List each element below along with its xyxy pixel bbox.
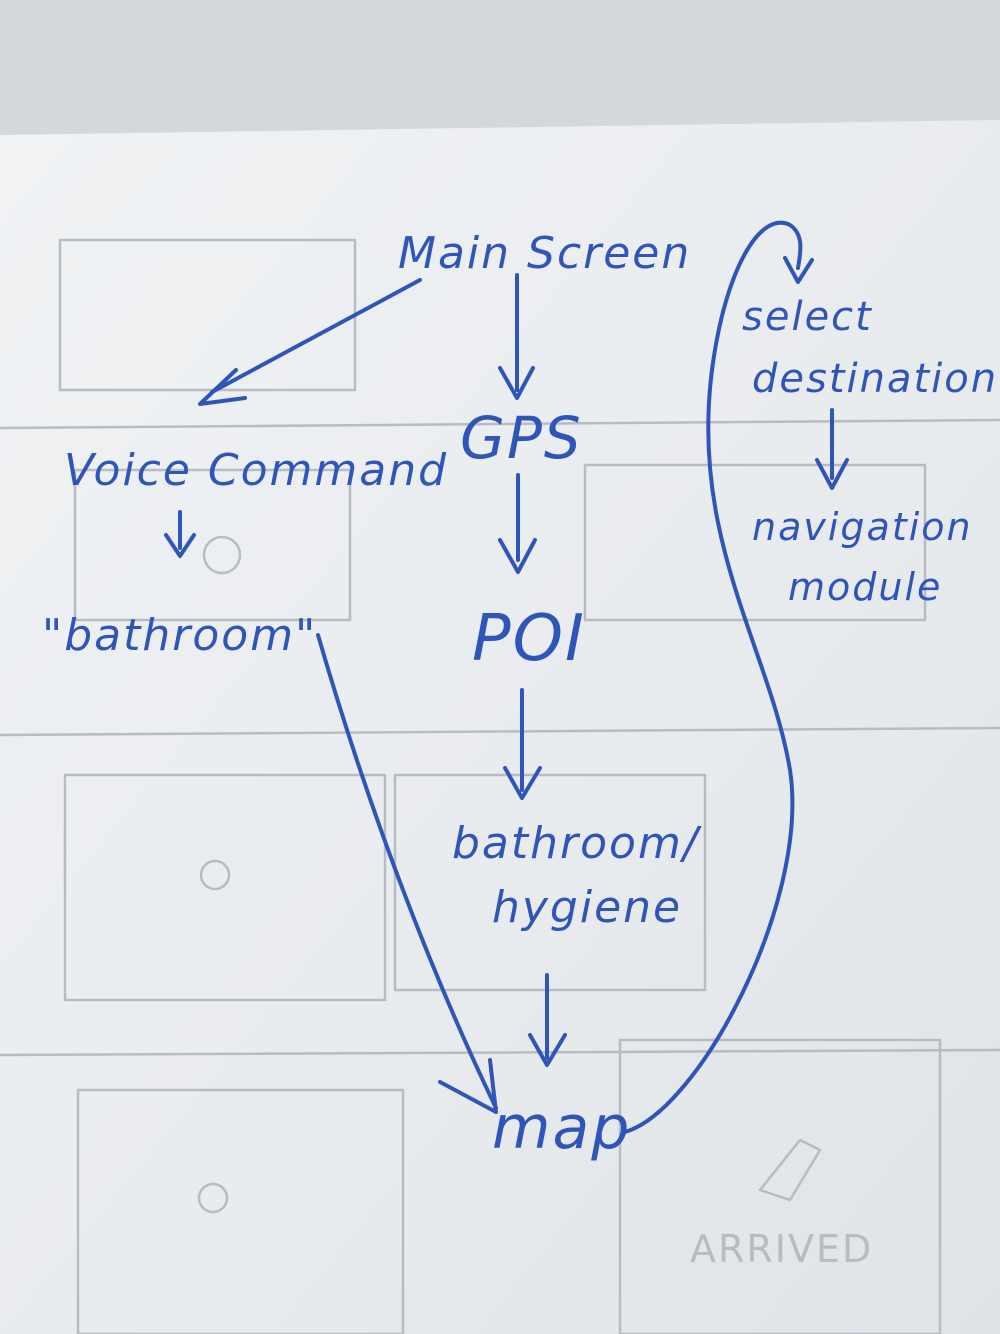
pencil-divider [0, 726, 1000, 737]
node-map: map [492, 1093, 631, 1163]
pencil-wireframe-box [618, 1038, 942, 1334]
arrowhead-icon [528, 1033, 567, 1067]
arrowhead-icon [198, 368, 247, 406]
node-gps: GPS [460, 404, 583, 472]
arrowhead-icon [438, 1058, 498, 1114]
pencil-divider [0, 1048, 1000, 1057]
pencil-pin-icon [758, 1138, 822, 1202]
pencil-wireframe-box [583, 463, 927, 622]
node-navigation-module-line2: module [788, 565, 942, 609]
pencil-wireframe-box [63, 773, 387, 1002]
pencil-compass-icon [197, 1182, 229, 1214]
paper-sheet [0, 120, 1000, 1334]
arrowhead-icon [503, 766, 542, 800]
arrow-map-to-select [623, 220, 803, 1134]
pencil-compass-icon [199, 859, 231, 891]
node-bathroom-quote: "bathroom" [42, 610, 317, 661]
node-select-destination-line1: select [742, 294, 873, 340]
arrowhead-icon [498, 366, 535, 400]
node-navigation-module-line1: navigation [752, 505, 973, 549]
top-paper-edge [0, 0, 1000, 135]
arrowhead-icon [498, 538, 537, 574]
node-poi: POI [472, 602, 586, 676]
pencil-wireframe-box [73, 468, 352, 622]
arrowhead-icon [815, 458, 849, 490]
pencil-wireframe-box [76, 1088, 405, 1334]
pencil-wireframe-box [393, 773, 707, 992]
node-voice-command: Voice Command [64, 445, 448, 496]
arrived-stamp: ARRIVED [690, 1227, 873, 1271]
node-main-screen: Main Screen [398, 228, 691, 279]
arrow-bathroom-to-map [316, 633, 498, 1110]
connectors [164, 220, 849, 1134]
arrowhead-icon [164, 533, 196, 558]
node-bathroom-hygiene-line2: hygiene [492, 882, 682, 933]
nodes: Main Screen Voice Command GPS "bathroom"… [42, 228, 998, 1163]
node-select-destination-line2: destination [752, 356, 998, 402]
arrowhead-icon [783, 256, 814, 284]
arrow-main-to-voice [210, 278, 422, 394]
pencil-compass-icon [202, 535, 242, 575]
node-bathroom-hygiene-line1: bathroom/ [452, 818, 702, 869]
